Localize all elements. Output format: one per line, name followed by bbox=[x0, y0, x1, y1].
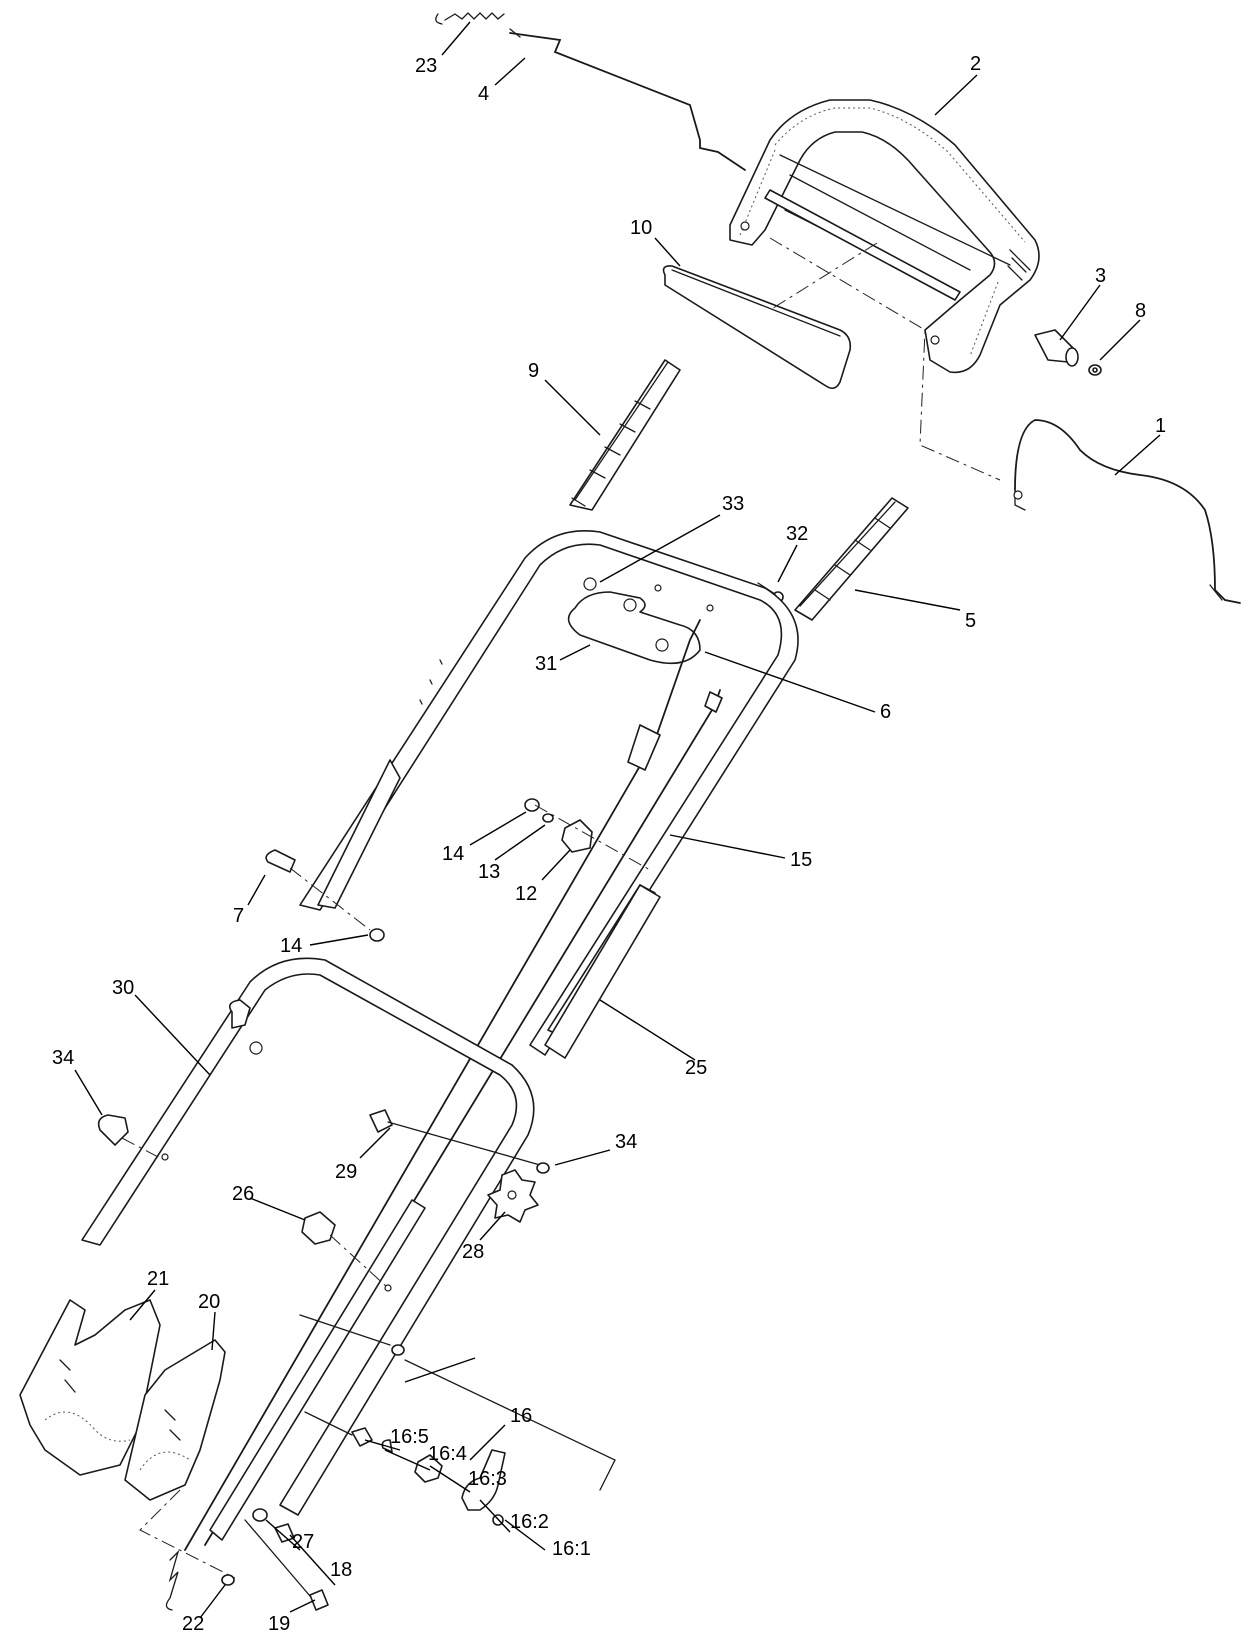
callout-21: 20 bbox=[198, 1291, 220, 1313]
callout-3: 3 bbox=[1095, 265, 1106, 287]
callout-9: 9 bbox=[528, 360, 539, 382]
callout-33: 34 bbox=[52, 1047, 74, 1069]
lower-axle-rod bbox=[299, 1314, 391, 1346]
callout-16: 16 bbox=[510, 1405, 532, 1427]
callout-29: 30 bbox=[112, 977, 134, 999]
part-33-plug bbox=[97, 1114, 129, 1146]
callout-5: 5 bbox=[965, 610, 976, 632]
part-17-bolt bbox=[274, 1523, 295, 1543]
part-13-washer bbox=[542, 813, 554, 823]
callout-18: 19 bbox=[268, 1613, 290, 1635]
part-18-bolt bbox=[244, 1519, 329, 1611]
callout-14b: 14 bbox=[280, 935, 302, 957]
callout-26: 27 bbox=[292, 1531, 314, 1553]
part-7-lock-pin bbox=[265, 849, 296, 873]
callout-30: 31 bbox=[535, 653, 557, 675]
callout-8: 8 bbox=[1135, 300, 1146, 322]
part-8-washer bbox=[1088, 364, 1102, 376]
callout-10: 10 bbox=[630, 217, 652, 239]
callout-17: 18 bbox=[330, 1559, 352, 1581]
part-16-lever-assembly bbox=[304, 1359, 616, 1526]
callout-4: 4 bbox=[478, 83, 489, 105]
part-30-bracket bbox=[567, 591, 701, 665]
callout-27: 28 bbox=[462, 1241, 484, 1263]
callout-16-2: 16:2 bbox=[510, 1511, 549, 1533]
part-10-grip-pad bbox=[662, 265, 852, 390]
callout-1: 1 bbox=[1155, 415, 1166, 437]
callout-15: 15 bbox=[790, 849, 812, 871]
callout-16-5: 16:5 bbox=[390, 1426, 429, 1448]
callout-28: 29 bbox=[335, 1161, 357, 1183]
part-3-bushing bbox=[1034, 329, 1079, 367]
leader-lines bbox=[74, 21, 1161, 1619]
part-23-clip bbox=[301, 1211, 336, 1245]
callout-2: 2 bbox=[970, 53, 981, 75]
part-34-nut-lower bbox=[391, 1344, 405, 1356]
callout-7: 7 bbox=[233, 905, 244, 927]
part-34-nut-upper bbox=[536, 1162, 550, 1174]
part-2-upper-handle bbox=[729, 99, 1040, 374]
part-12-cable-clamp bbox=[561, 819, 593, 853]
callout-16-1: 16:1 bbox=[552, 1538, 591, 1560]
part-19-spring bbox=[435, 12, 505, 25]
callout-34a: 34 bbox=[615, 1131, 637, 1153]
callout-25: 22 bbox=[182, 1613, 204, 1635]
callout-12: 12 bbox=[515, 883, 537, 905]
upper-handle-tube bbox=[299, 530, 799, 1056]
part-14-nut-lower bbox=[369, 928, 385, 942]
part-25-nut bbox=[221, 1574, 235, 1586]
part-1-cable bbox=[1013, 419, 1241, 604]
callout-16-3: 16:3 bbox=[468, 1468, 507, 1490]
part-6-cable bbox=[184, 619, 701, 1551]
part-27-star-knob bbox=[487, 1169, 539, 1223]
callout-6: 6 bbox=[880, 701, 891, 723]
callout-31: 32 bbox=[786, 523, 808, 545]
callout-22: 21 bbox=[147, 1268, 169, 1290]
callout-13: 13 bbox=[478, 861, 500, 883]
part-4-control-rod bbox=[509, 28, 746, 171]
callout-14a: 14 bbox=[442, 843, 464, 865]
spring-lower bbox=[165, 1549, 180, 1611]
part-20-grip-sleeve bbox=[544, 884, 661, 1059]
callout-labels: 2 3 8 1 23 4 10 9 33 32 5 31 6 14 13 12 … bbox=[52, 53, 1166, 1635]
part-26-washer bbox=[252, 1508, 268, 1522]
part-29-lower-handle bbox=[81, 957, 535, 1541]
part-9-cable-guide bbox=[569, 359, 681, 511]
part-14-nut-upper bbox=[524, 798, 540, 812]
callout-16-4: 16:4 bbox=[428, 1443, 467, 1465]
callout-20: 25 bbox=[685, 1057, 707, 1079]
part-28-bolt bbox=[369, 1109, 541, 1166]
part-22-height-bracket bbox=[19, 1299, 161, 1476]
part-21-height-bracket bbox=[124, 1339, 226, 1501]
part-5-cable-guide bbox=[794, 497, 909, 621]
callout-32: 33 bbox=[722, 493, 744, 515]
callout-23: 26 bbox=[232, 1183, 254, 1205]
callout-19: 23 bbox=[415, 55, 437, 77]
